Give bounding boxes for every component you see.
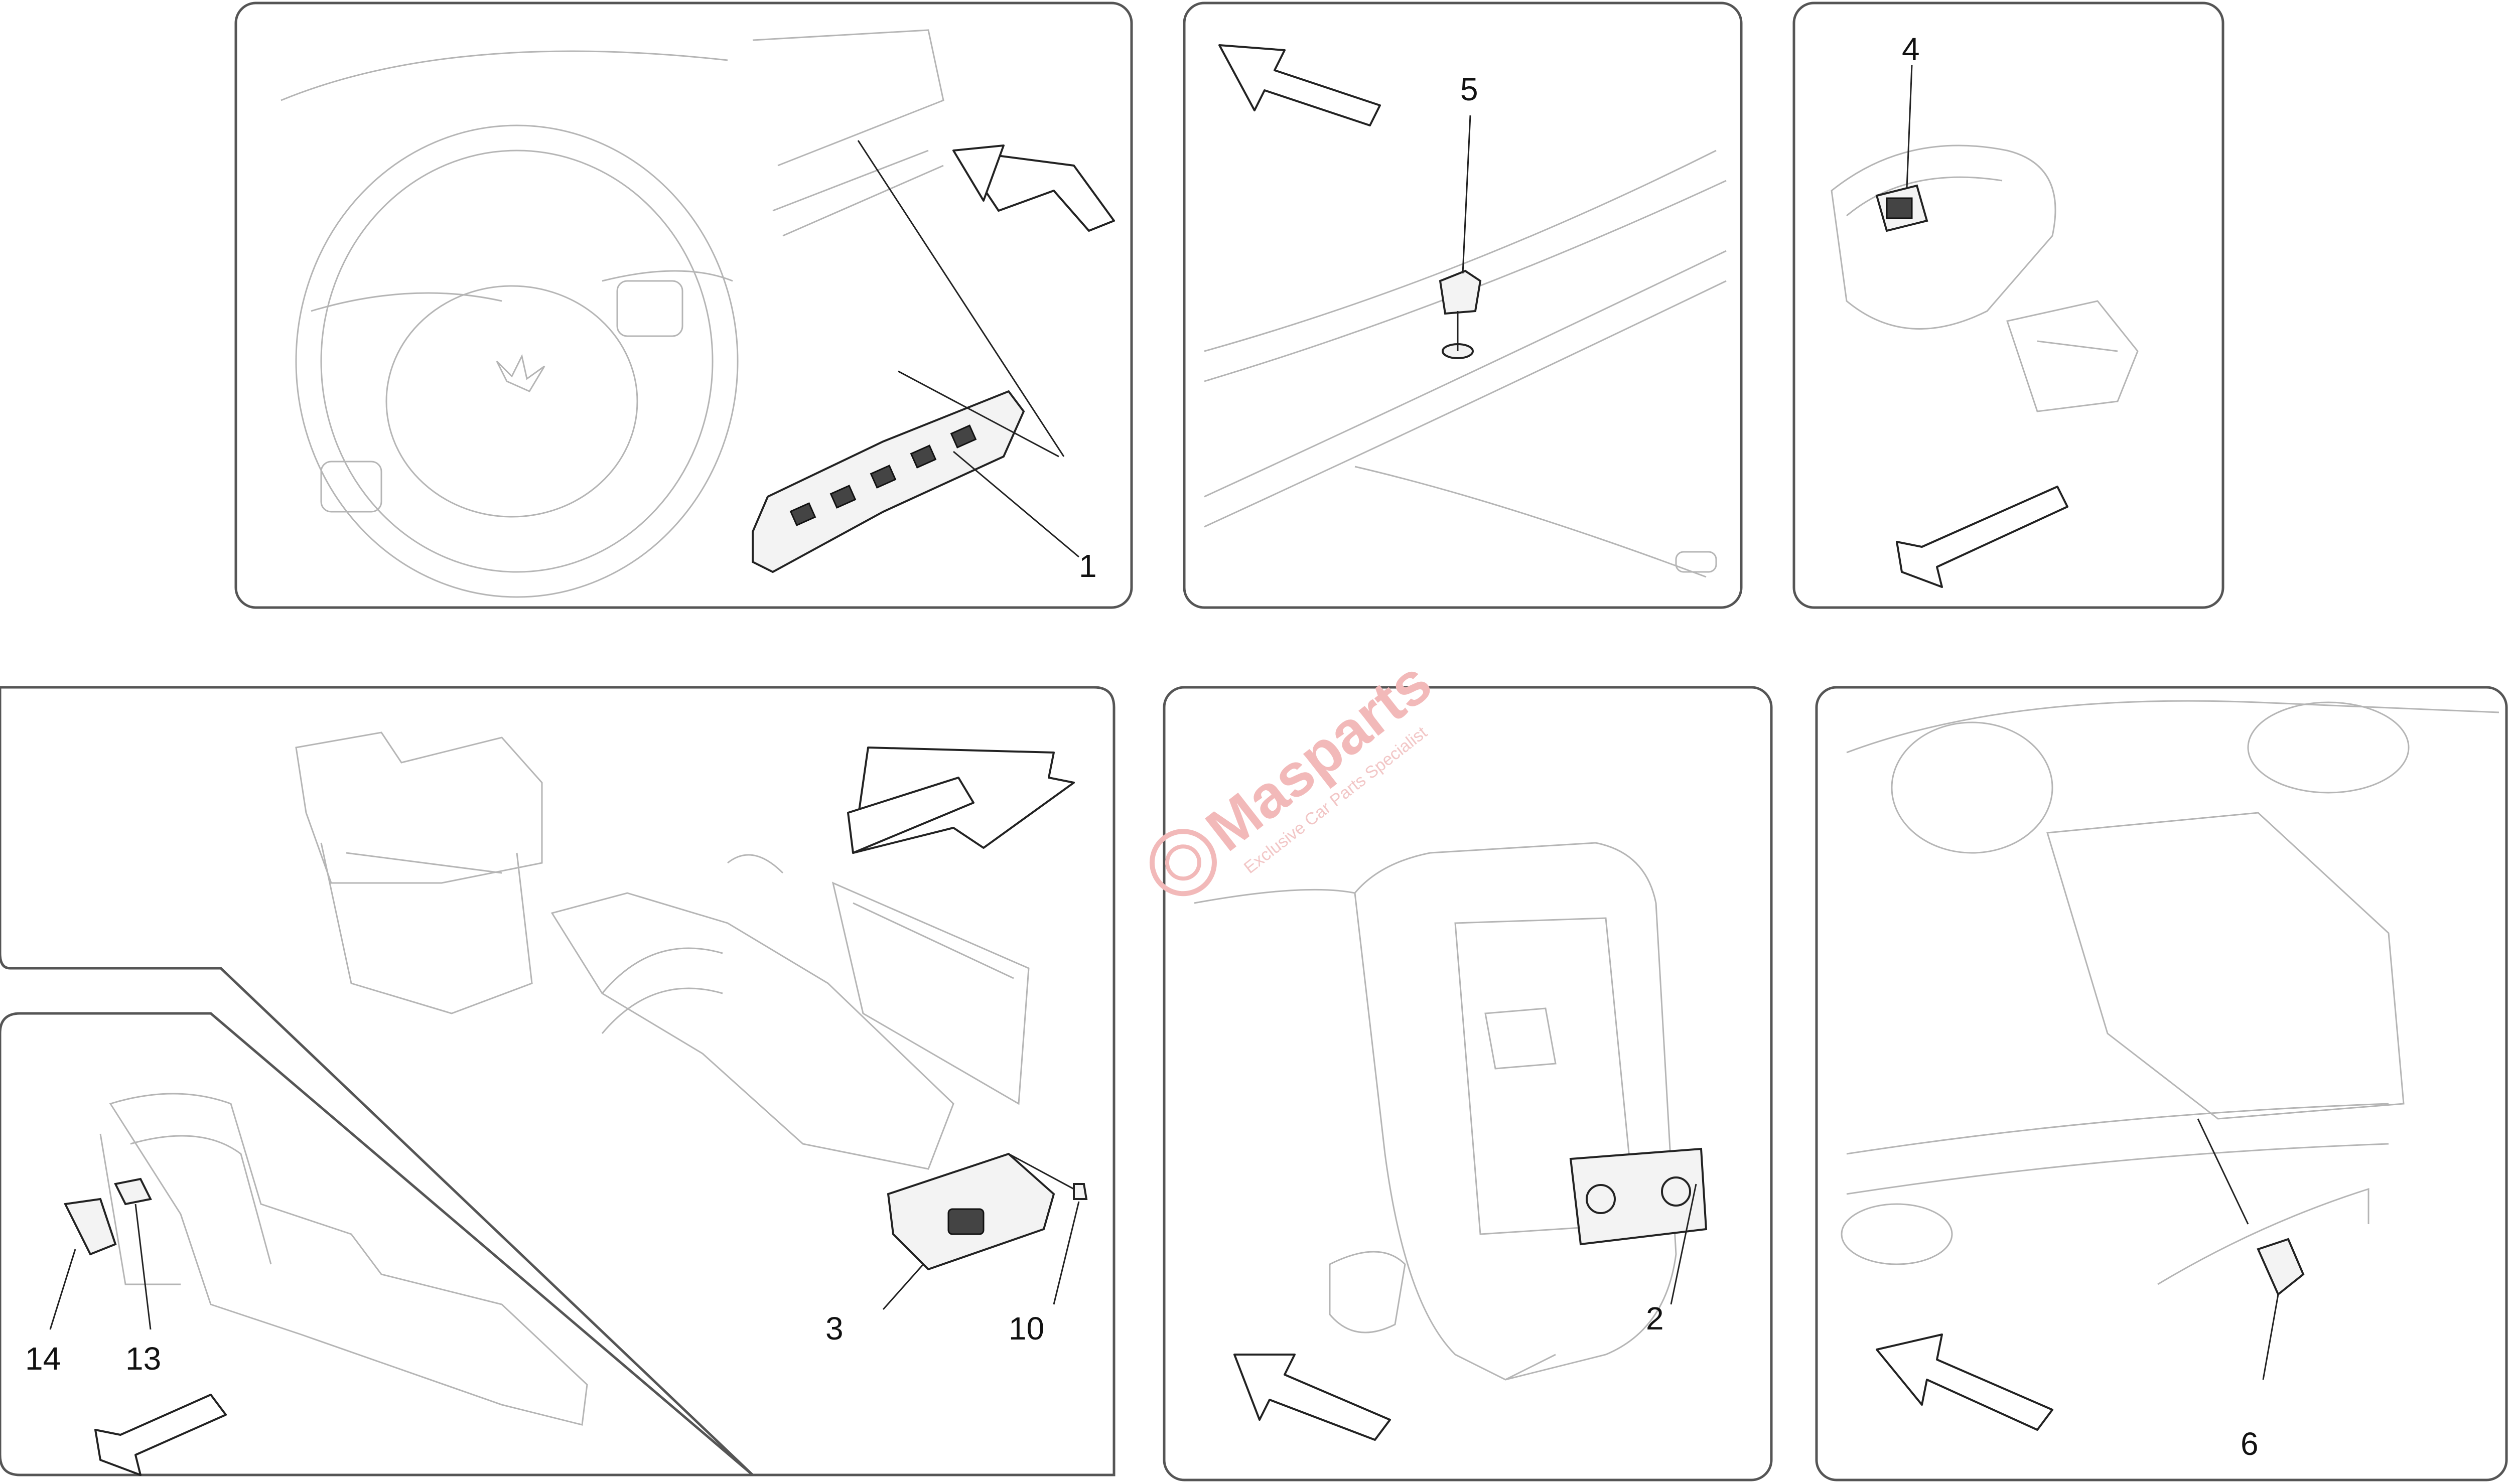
direction-arrow-a: [957, 150, 1115, 232]
direction-arrow-b: [1218, 44, 1381, 126]
direction-arrow-f: [1233, 1354, 1391, 1441]
callout-5: 5: [1460, 71, 1478, 107]
part-2-climate-panel: [1569, 1147, 1708, 1305]
callout-6: 6: [2241, 1426, 2259, 1462]
part-14-bracket: [49, 1198, 117, 1330]
part-4-overhead-unit: [1875, 65, 1928, 232]
panel-overhead-module: 4: [1792, 2, 2224, 609]
direction-arrow-c: [1896, 486, 2068, 588]
callout-1: 1: [1079, 548, 1097, 584]
panel-rear-console: 2: [1163, 686, 1773, 1481]
part-5-sensor: [1439, 115, 1482, 359]
panel-under-dash-sensor: 6: [1815, 686, 2508, 1481]
part-10-screw: [1008, 1153, 1088, 1305]
part-1-switch-panel: [752, 370, 1059, 573]
panel-footwell-sensor: 13 14: [0, 1012, 756, 1476]
callout-2: 2: [1646, 1300, 1664, 1337]
part-6-sensor: [2197, 1118, 2305, 1380]
panel-hvac-unit: 3 10: [0, 686, 1116, 1476]
panel-roof-sensor: 5: [1183, 2, 1743, 609]
callout-10: 10: [1009, 1310, 1044, 1347]
callout-13: 13: [125, 1341, 161, 1377]
panel-dashboard-switch: 1: [234, 2, 1133, 609]
callout-14: 14: [25, 1341, 61, 1377]
direction-arrow-g: [1876, 1333, 2053, 1431]
part-13-sensor: [114, 1177, 152, 1330]
callout-4: 4: [1902, 31, 1920, 67]
callout-3: 3: [825, 1310, 844, 1347]
direction-arrow-e: [94, 1394, 227, 1476]
